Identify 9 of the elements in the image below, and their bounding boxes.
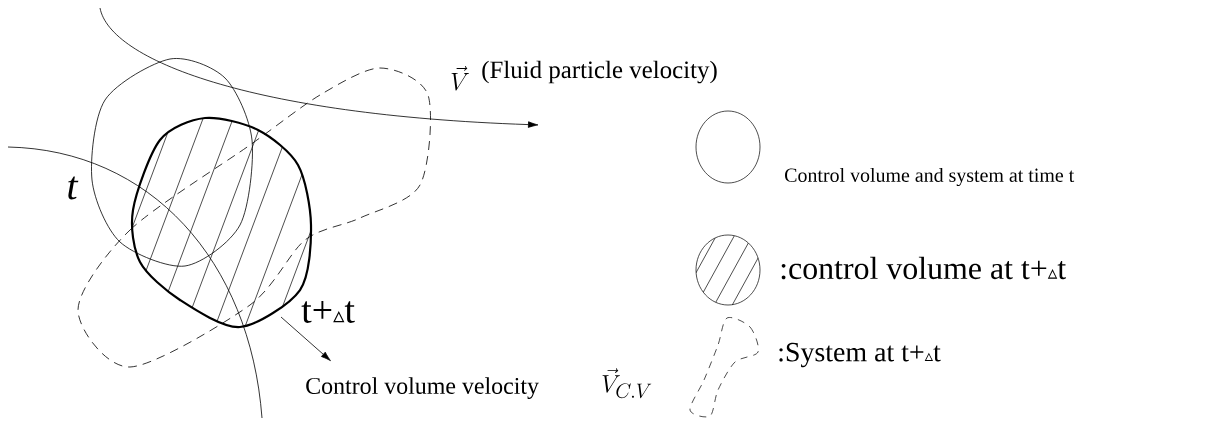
vector-symbol: $\vec{V}_{C.V}$ bbox=[602, 368, 652, 399]
legend-text: Control volume and system at time t bbox=[785, 167, 1075, 187]
label: Control volume velocity bbox=[306, 377, 539, 399]
vector-symbol: $\vec{V}$ bbox=[451, 66, 469, 91]
label: t+▵t bbox=[301, 301, 355, 323]
legend-text: :System at t+▵t bbox=[779, 342, 941, 368]
legend-text: :control volume at t+▵t bbox=[781, 256, 1066, 280]
label: (Fluid particle velocity) bbox=[482, 60, 717, 84]
label: t bbox=[68, 176, 79, 200]
